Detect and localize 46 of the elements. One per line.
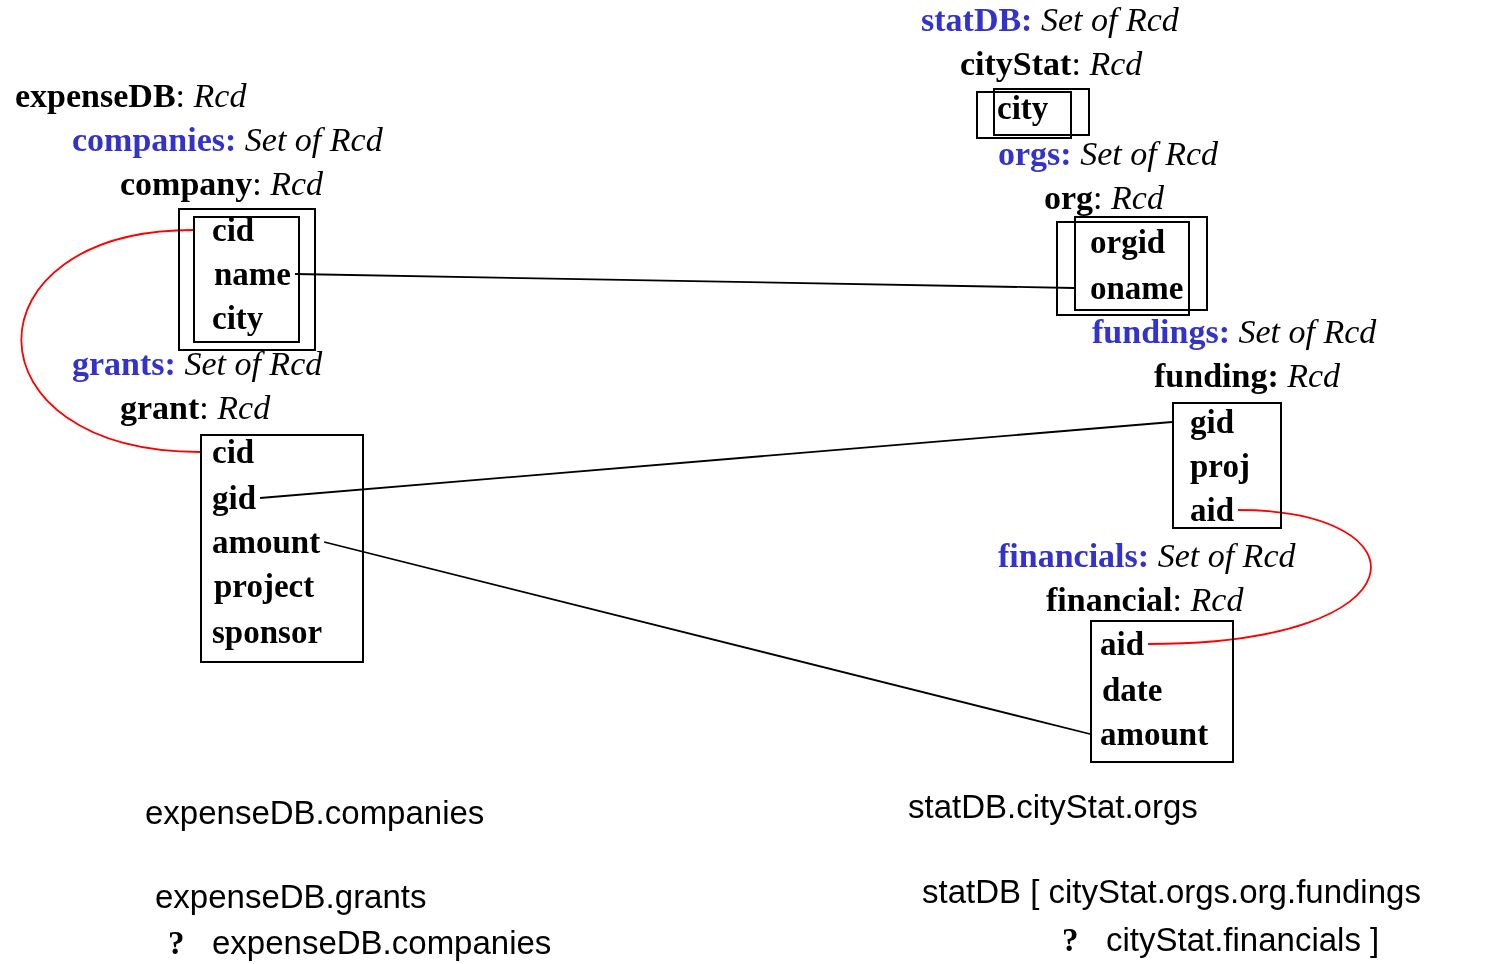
field-name: gid <box>1172 403 1239 441</box>
path-expression: ? expenseDB.companies <box>168 923 552 963</box>
field-name: gid <box>200 479 261 517</box>
field-name: cid <box>193 211 259 249</box>
field-name: cid <box>200 433 259 471</box>
field-name: date <box>1090 671 1167 709</box>
schema-label: company: Rcd <box>120 164 324 204</box>
schema-label: funding: Rcd <box>1154 356 1341 396</box>
schema-label: grants: Set of Rcd <box>72 344 323 384</box>
path-expression: expenseDB.companies <box>145 793 485 833</box>
record-box <box>1172 402 1282 529</box>
schema-label: statDB: Set of Rcd <box>921 0 1179 40</box>
record-box <box>976 88 1090 139</box>
field-name: amount <box>1090 715 1213 753</box>
schema-label: companies: Set of Rcd <box>72 120 383 160</box>
field-name: city <box>193 299 268 337</box>
schema-label: org: Rcd <box>1044 178 1164 218</box>
field-name: oname <box>1074 269 1188 307</box>
record-box <box>200 434 364 663</box>
schema-label: fundings: Set of Rcd <box>1092 312 1377 352</box>
field-name: sponsor <box>200 613 327 651</box>
field-name: amount <box>200 523 325 561</box>
connector-line <box>20 229 201 453</box>
field-name: aid <box>1090 625 1149 663</box>
path-expression: statDB.cityStat.orgs <box>908 787 1198 827</box>
schema-label: financial: Rcd <box>1046 580 1244 620</box>
field-name: proj <box>1172 447 1254 485</box>
connector-line <box>1147 509 1371 645</box>
record-box <box>178 208 316 351</box>
path-expression: ? cityStat.financials ] <box>1062 920 1380 960</box>
path-expression: expenseDB.grants <box>155 877 427 917</box>
connector-line <box>294 273 1075 289</box>
connector-line <box>323 541 1091 735</box>
record-box <box>1056 216 1208 316</box>
field-name: project <box>200 567 319 605</box>
field-name: orgid <box>1074 223 1170 261</box>
schema-label: cityStat: Rcd <box>960 44 1143 84</box>
schema-label: financials: Set of Rcd <box>998 536 1296 576</box>
schema-label: expenseDB: Rcd <box>15 76 247 116</box>
schema-label: grant: Rcd <box>120 388 271 428</box>
field-name: name <box>193 255 295 293</box>
path-expression: statDB [ cityStat.orgs.org.fundings <box>922 872 1421 912</box>
field-name: aid <box>1172 491 1239 529</box>
connector-line <box>259 421 1173 499</box>
record-box <box>1090 620 1234 763</box>
schema-label: orgs: Set of Rcd <box>998 134 1218 174</box>
